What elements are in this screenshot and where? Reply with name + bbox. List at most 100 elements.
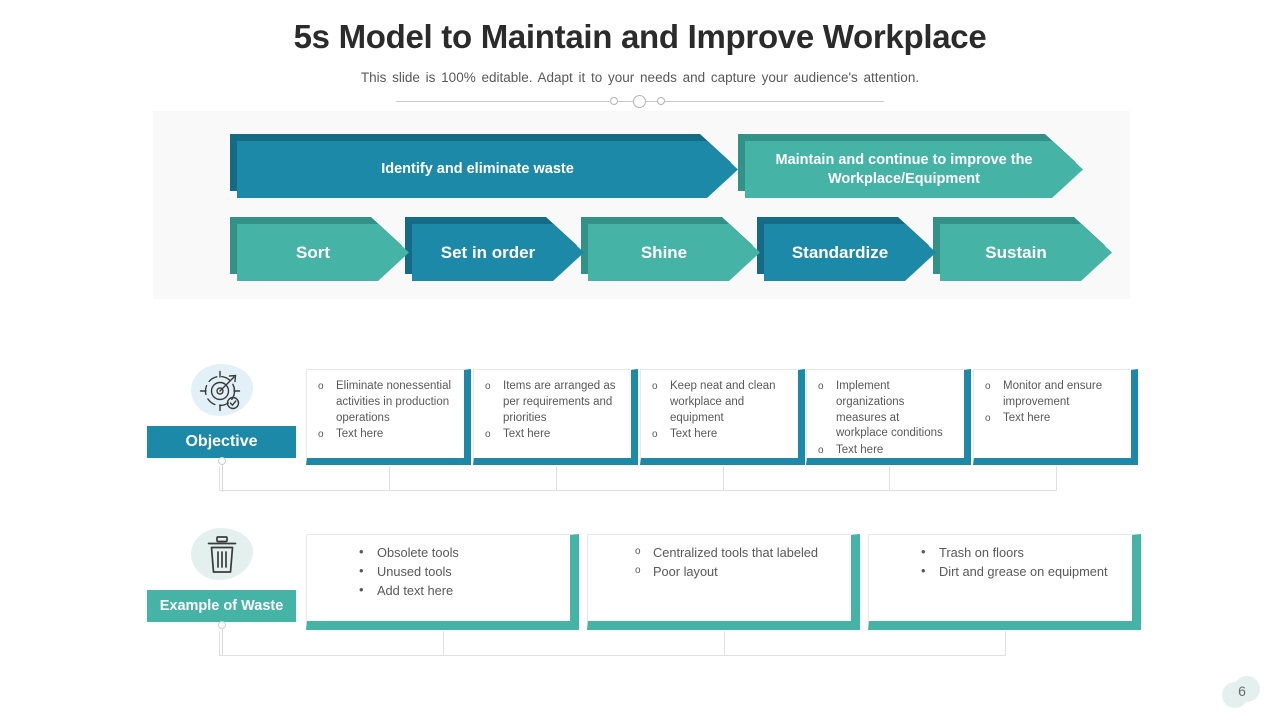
- section-label-text: Objective: [185, 433, 258, 450]
- waste-card[interactable]: • Trash on floors •Dirt and grease on equ…: [868, 534, 1141, 630]
- connector-dot: [217, 621, 226, 629]
- list-item-text: Dirt and grease on equipment: [939, 564, 1108, 580]
- list-item-text: Text here: [336, 427, 384, 440]
- list-item: •Add text here: [357, 582, 558, 601]
- connector-line: [221, 464, 223, 492]
- bullet-glyph: o: [818, 444, 824, 456]
- list-item-text: Trash on floors: [939, 545, 1024, 560]
- bullet-glyph: o: [652, 381, 658, 392]
- divider-dot-left: [610, 97, 618, 105]
- grid-divider: [219, 631, 220, 656]
- list-item-text: Obsolete tools: [377, 545, 459, 560]
- bullet-glyph: o: [635, 546, 641, 557]
- page-title: 5s Model to Maintain and Improve Workpla…: [293, 18, 987, 55]
- bullet-glyph: •: [359, 563, 364, 579]
- connector-dot: [217, 457, 226, 465]
- bullet-glyph: •: [921, 544, 926, 559]
- grid-divider: [443, 631, 444, 656]
- list-item-text: Unused tools: [377, 564, 452, 580]
- bullet-glyph: o: [652, 428, 658, 440]
- bullet-glyph: o: [318, 428, 324, 440]
- list-item: o Text here: [316, 427, 452, 443]
- bullet-list: o Eliminate nonessential activities in pr…: [316, 379, 452, 443]
- divider-dot-center: [633, 95, 646, 108]
- bullet-list: • Obsolete tools • Unused tools •Add text …: [357, 544, 558, 601]
- arrow-label: Maintain and continue to improve the Wor…: [775, 152, 1033, 187]
- section-label-example-of-waste[interactable]: Example of Waste: [147, 528, 296, 708]
- arrow-identify-eliminate-waste[interactable]: Identify and eliminate waste: [230, 134, 738, 198]
- arrow-maintain-improve-workplace[interactable]: Maintain and continue to improve the Wor…: [738, 134, 1083, 198]
- bullet-list: • Trash on floors •Dirt and grease on equ…: [919, 544, 1120, 582]
- section-label-objective[interactable]: Objective: [147, 364, 296, 544]
- objective-grid: [219, 466, 1057, 491]
- objective-card[interactable]: o Eliminate nonessential activities in pr…: [306, 369, 471, 465]
- bullet-glyph: o: [985, 381, 991, 392]
- arrow-body: [412, 224, 584, 281]
- bullet-list: o Items are arranged as per requirements …: [483, 379, 619, 443]
- section-label-text: Example of Waste: [159, 598, 284, 614]
- list-item-text: Centralized tools that labeled: [653, 545, 819, 560]
- waste-card[interactable]: • Obsolete tools • Unused tools •Add text …: [306, 534, 579, 630]
- arrow-label: Sustain: [985, 242, 1047, 262]
- section-label-bar[interactable]: Objective: [147, 426, 296, 458]
- list-item-text: Text here: [836, 443, 884, 456]
- list-item: •Dirt and grease on equipment: [919, 563, 1120, 582]
- arrow-sort[interactable]: Sort: [230, 217, 409, 281]
- waste-grid: [219, 631, 1006, 656]
- divider-dot-right: [657, 97, 665, 105]
- page-number-blob: [1234, 676, 1260, 702]
- arrow-set-in-order[interactable]: Set in order: [405, 217, 584, 281]
- grid-divider: [723, 466, 724, 491]
- arrow-shine[interactable]: Shine: [581, 217, 760, 281]
- grid-divider: [1056, 466, 1057, 491]
- list-item-text: Text here: [503, 427, 551, 440]
- card-content: • Trash on floors •Dirt and grease on equ…: [919, 544, 1120, 615]
- list-item-text: Monitor and ensure improvement: [1003, 380, 1103, 408]
- grid-divider: [219, 466, 220, 491]
- list-item-text: Eliminate nonessential activities in pro…: [336, 380, 452, 424]
- bullet-glyph: o: [635, 565, 641, 577]
- bullet-glyph: •: [359, 582, 364, 598]
- arrow-label: Standardize: [791, 242, 889, 262]
- arrow-body: [588, 224, 760, 281]
- subtitle-divider: [396, 94, 884, 108]
- target-arrow-icon: [199, 370, 240, 412]
- bullet-glyph: o: [485, 381, 491, 392]
- list-item-text: Text here: [1003, 412, 1051, 424]
- arrow-standardize[interactable]: Standardize: [757, 217, 936, 281]
- list-item: • Obsolete tools: [357, 544, 558, 563]
- icon-background-blob: [190, 364, 253, 416]
- bullet-glyph: •: [359, 544, 364, 559]
- grid-divider: [556, 466, 557, 491]
- objective-card[interactable]: o Items are arranged as per requirements …: [473, 369, 638, 465]
- list-item: o Monitor and ensure improvement: [983, 379, 1119, 411]
- bullet-glyph: o: [985, 413, 991, 424]
- arrow-label: Shine: [640, 242, 688, 262]
- list-item-text: Items are arranged as per requirements a…: [503, 380, 616, 424]
- arrow-sustain[interactable]: Sustain: [933, 217, 1112, 281]
- page-subtitle: This slide is 100% editable. Adapt it to…: [360, 70, 920, 85]
- section-label-bar[interactable]: Example of Waste: [147, 590, 296, 622]
- card-content: • Obsolete tools • Unused tools •Add text …: [357, 544, 558, 615]
- arrow-body: [940, 224, 1112, 281]
- arrow-body: [237, 224, 409, 281]
- grid-divider: [724, 631, 725, 656]
- arrow-body: [745, 141, 1083, 198]
- list-item: • Unused tools: [357, 563, 558, 582]
